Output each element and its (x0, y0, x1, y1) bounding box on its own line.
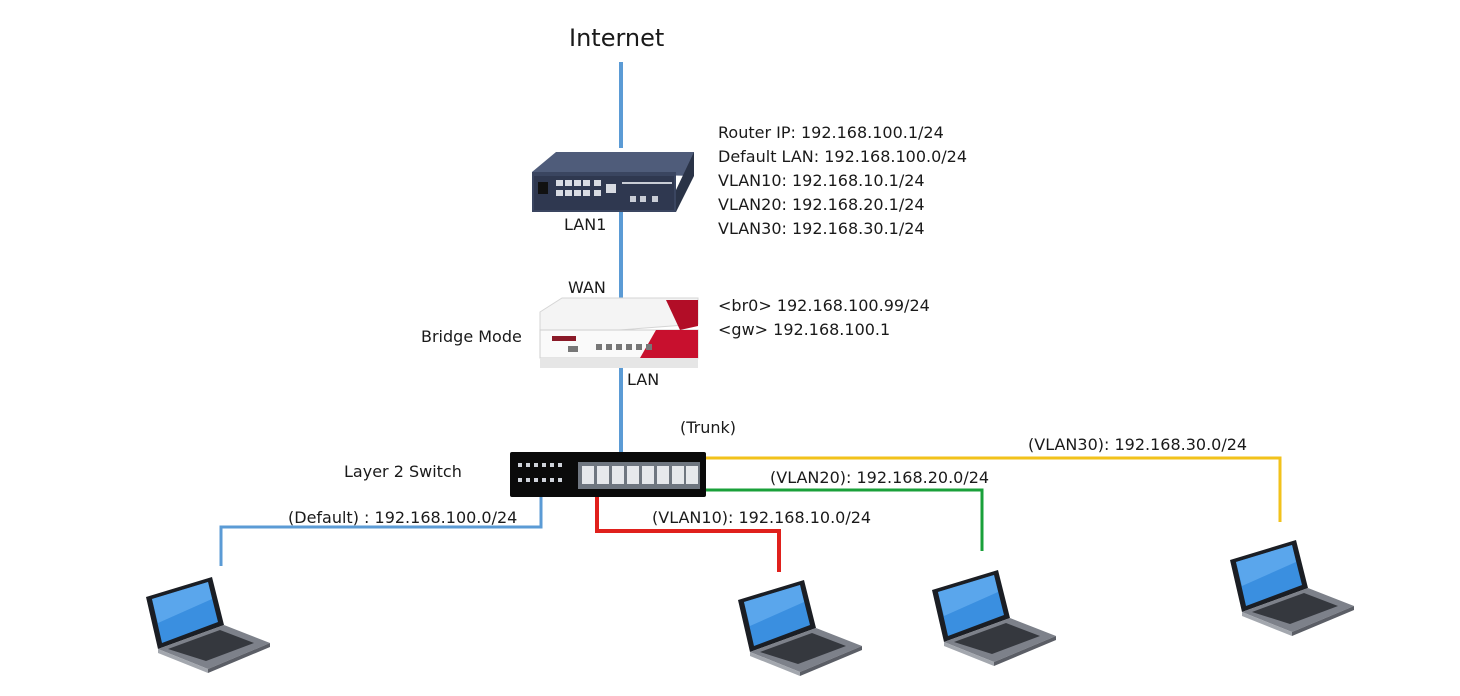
trunk-label: (Trunk) (680, 418, 737, 437)
firewall-mode-label: Bridge Mode (421, 327, 522, 346)
laptop-icon (1230, 540, 1354, 636)
internet-label: Internet (569, 24, 665, 52)
vlan10-link (595, 495, 781, 572)
router-info: Router IP: 192.168.100.1/24 Default LAN:… (718, 123, 967, 243)
firewall-lan-label: LAN (627, 370, 660, 389)
router-info-line: Router IP: 192.168.100.1/24 (718, 123, 944, 142)
vlan20-label: (VLAN20): 192.168.20.0/24 (770, 468, 990, 487)
switch-icon (510, 452, 706, 497)
router-port-label: LAN1 (564, 215, 607, 234)
vlan20-link (706, 488, 984, 551)
router-info-line: VLAN30: 192.168.30.1/24 (718, 219, 925, 238)
default-link-label: (Default) : 192.168.100.0/24 (288, 508, 518, 527)
firewall-info-line: <gw> 192.168.100.1 (718, 320, 891, 339)
laptop-icon (738, 580, 862, 676)
vlan30-link (706, 456, 1282, 522)
vlan30-label: (VLAN30): 192.168.30.0/24 (1028, 435, 1248, 454)
router-icon (532, 152, 694, 212)
switch-label: Layer 2 Switch (344, 462, 462, 481)
firewall-info-line: <br0> 192.168.100.99/24 (718, 296, 930, 315)
laptop-icon (932, 570, 1056, 666)
router-info-line: VLAN10: 192.168.10.1/24 (718, 171, 925, 190)
firewall-icon (539, 297, 699, 368)
router-info-line: VLAN20: 192.168.20.1/24 (718, 195, 925, 214)
default-link (219, 497, 543, 566)
firewall-info: <br0> 192.168.100.99/24 <gw> 192.168.100… (718, 296, 930, 344)
laptop-icon (146, 577, 270, 673)
vlan10-label: (VLAN10): 192.168.10.0/24 (652, 508, 872, 527)
router-info-line: Default LAN: 192.168.100.0/24 (718, 147, 968, 166)
firewall-wan-label: WAN (568, 278, 606, 297)
